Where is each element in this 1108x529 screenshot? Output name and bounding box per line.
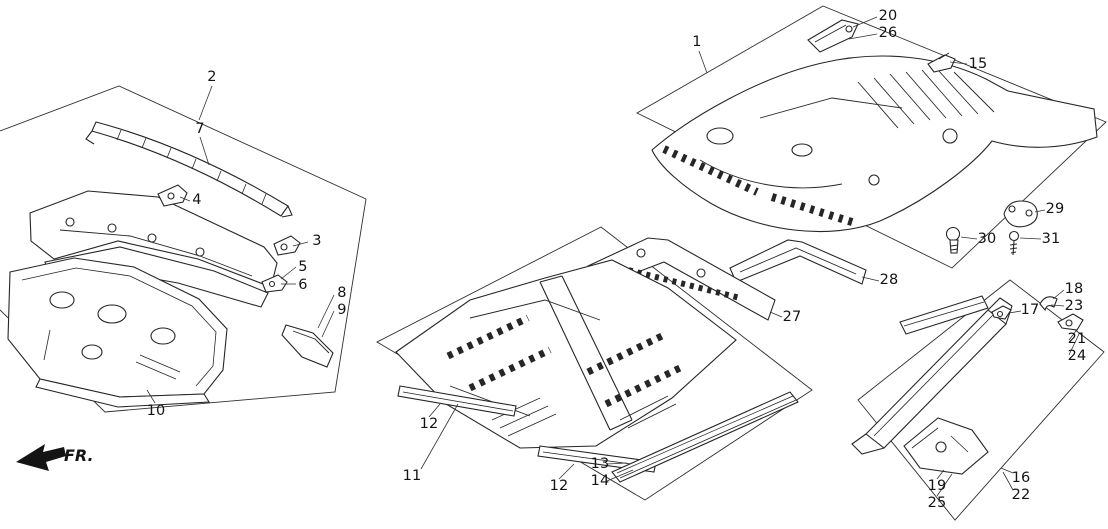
rear-floor-ribs [857,69,995,129]
rear-frame-bracket [903,417,989,475]
part-callout-18: 18 [1064,280,1084,297]
part-callout-13: 13 [590,455,610,472]
dash-small-brackets [157,184,334,368]
fr-direction-arrow [16,444,66,471]
leader-lines [146,16,1080,497]
part-callout-22: 22 [1011,486,1031,503]
front-floor-ribs [491,395,677,437]
part-callout-21: 21 [1067,330,1087,347]
part-callout-29: 29 [1045,200,1065,217]
part-callout-7: 7 [195,120,205,137]
part-callout-8: 8 [337,284,347,301]
part-callout-5: 5 [298,258,308,275]
part-callout-30: 30 [977,230,997,247]
rear-side-frame-rails [851,295,1013,455]
part-callout-15: 15 [968,55,988,72]
part-callout-20: 20 [878,7,898,24]
front-floor-panel [395,259,737,449]
part-callout-31: 31 [1041,230,1061,247]
front-floor-slot-rows [446,314,686,408]
part-callout-12: 12 [419,415,439,432]
rear-floor-brackets [807,19,1038,228]
part-callout-4: 4 [192,191,202,208]
firewall-panel [7,257,228,408]
part-callout-25: 25 [927,494,947,511]
part-callout-23: 23 [1064,297,1084,314]
part-callout-3: 3 [312,232,322,249]
rear-cross-member [729,239,867,285]
bolt-fasteners [945,226,1020,256]
part-callout-2: 2 [207,68,217,85]
part-callout-1: 1 [692,33,702,50]
part-callout-19: 19 [927,477,947,494]
rear-floor-panel [651,55,1098,233]
side-sill-strips [397,385,799,483]
part-callout-26: 26 [878,24,898,41]
part-callout-28: 28 [879,271,899,288]
part-callout-10: 10 [146,402,166,419]
cowl-hatching [116,129,267,205]
part-callout-12: 12 [549,477,569,494]
front-direction-label: FR. [64,446,94,465]
part-callout-14: 14 [590,472,610,489]
cowl-top-panel [85,121,293,218]
part-callout-24: 24 [1067,347,1087,364]
part-callout-11: 11 [402,467,422,484]
part-callout-27: 27 [782,308,802,325]
part-callout-17: 17 [1020,301,1040,318]
part-callout-9: 9 [337,301,347,318]
rear-frame-small-brackets [991,296,1084,331]
part-callout-16: 16 [1011,469,1031,486]
part-callout-6: 6 [298,276,308,293]
rear-floor-slot-rows [662,145,857,227]
